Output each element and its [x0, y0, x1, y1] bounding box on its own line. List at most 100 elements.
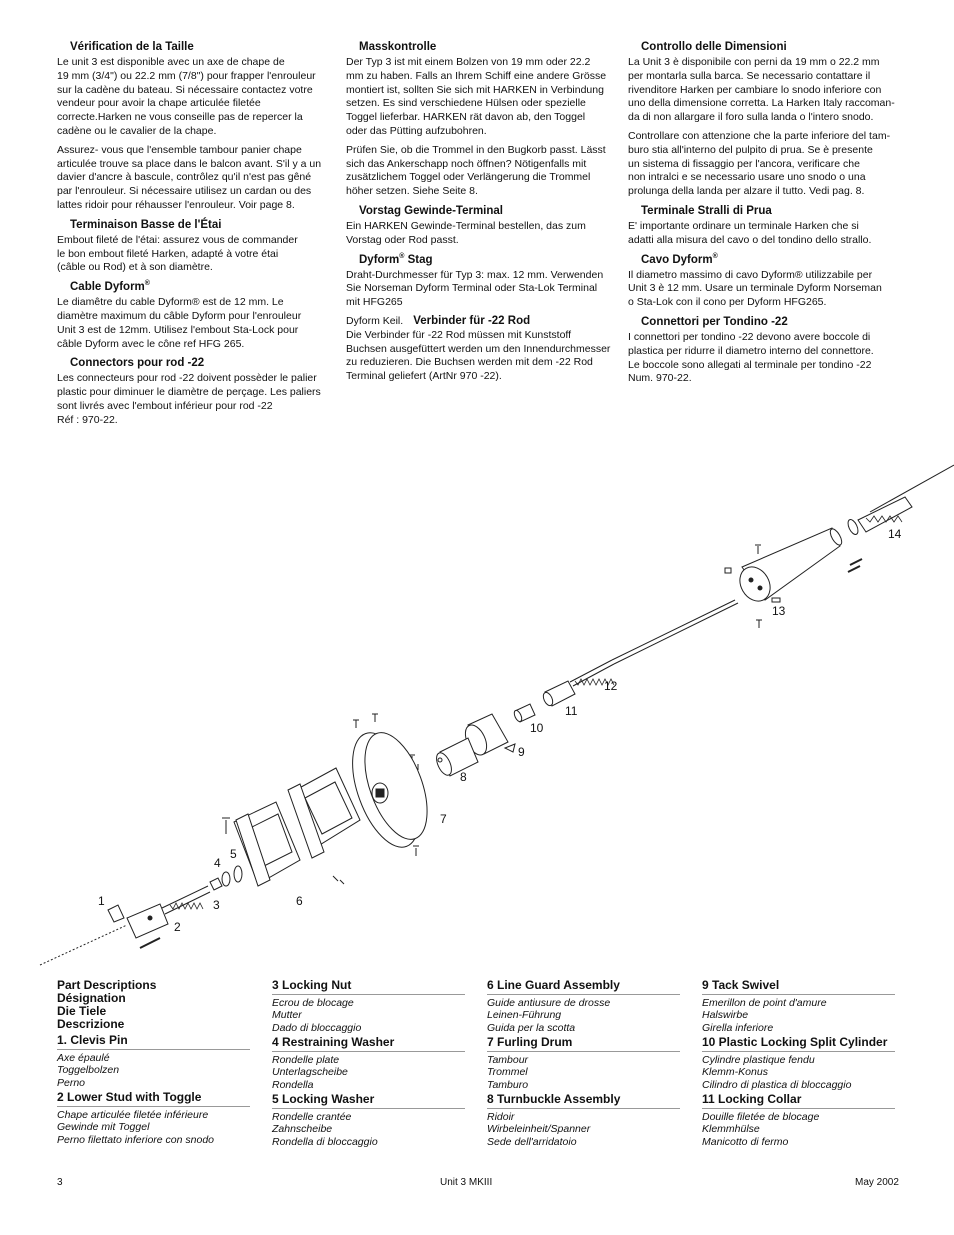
- paragraph: Draht-Durchmesser für Typ 3: max. 12 mm.…: [346, 268, 604, 309]
- parts-title-de: Die Tiele: [57, 1004, 107, 1018]
- paragraph: Controllare con attenzione che la parte …: [628, 129, 891, 198]
- part-de: Gewinde mit Toggel: [57, 1121, 150, 1133]
- part-it: Perno filettato inferiore con snodo: [57, 1133, 215, 1146]
- part-name: 8 Turnbuckle Assembly: [487, 1093, 680, 1109]
- part-entry: 2 Lower Stud with Toggle Chape articulée…: [57, 1091, 250, 1146]
- callout-13: 13: [772, 604, 786, 618]
- column-german: Masskontrolle Der Typ 3 ist mit einem Bo…: [346, 40, 616, 389]
- heading-dyform-it: Cavo Dyform®: [641, 252, 718, 266]
- footer-date: May 2002: [855, 1177, 899, 1188]
- part-name: 11 Locking Collar: [702, 1093, 895, 1109]
- paragraph: Prüfen Sie, ob die Trommel in den Bugkor…: [346, 143, 606, 198]
- part-entry: 1. Clevis Pin Axe épaulé Toggelbolzen Pe…: [57, 1034, 250, 1089]
- part-name: 1. Clevis Pin: [57, 1034, 250, 1050]
- part-name: 7 Furling Drum: [487, 1036, 680, 1052]
- page-number: 3: [57, 1177, 63, 1188]
- part-12-threaded-stud: [569, 659, 615, 687]
- part-it: Manicotto di fermo: [702, 1135, 789, 1148]
- heading-size-check-it: Controllo delle Dimensioni: [641, 41, 787, 53]
- part-fr: Axe épaulé: [57, 1051, 110, 1064]
- part-de: Halswirbe: [702, 1009, 749, 1021]
- parts-title-en: Part Descriptions: [57, 978, 157, 992]
- callout-7: 7: [440, 812, 447, 826]
- rod-line: [611, 599, 736, 661]
- part-10-split-cylinder: [513, 703, 536, 723]
- heading-size-check-de: Masskontrolle: [359, 41, 437, 53]
- footer-product: Unit 3 MKIII: [440, 1177, 493, 1188]
- part-de: Leinen-Führung: [487, 1009, 562, 1021]
- callout-12: 12: [604, 679, 618, 693]
- part-name: 6 Line Guard Assembly: [487, 979, 680, 995]
- paragraph: Der Typ 3 ist mit einem Bolzen von 19 mm…: [346, 56, 607, 137]
- part-entry: 7 Furling Drum Tambour Trommel Tamburo: [487, 1036, 680, 1091]
- part-it: Tamburo: [487, 1078, 529, 1091]
- part-it: Rondella di bloccaggio: [272, 1135, 378, 1148]
- part-fr: Guide antiusure de drosse: [487, 996, 611, 1009]
- heading-rod-connectors-fr: Connectors pour rod -22: [70, 357, 205, 370]
- paragraph: Embout fileté de l'étai: assurez vous de…: [57, 233, 298, 274]
- part-13-terminal-body: [724, 527, 863, 628]
- callout-4: 4: [214, 856, 221, 870]
- part-it: Rondella: [272, 1078, 314, 1091]
- callout-9: 9: [518, 745, 525, 759]
- part-6-line-guard-assembly: [222, 767, 361, 887]
- part-fr: Cylindre plastique fendu: [702, 1053, 815, 1066]
- part-7-furling-drum: [352, 713, 428, 856]
- paragraph: Die Verbinder für -22 Rod müssen mit Kun…: [346, 328, 611, 383]
- part-fr: Rondelle crantée: [272, 1110, 352, 1123]
- callout-8: 8: [460, 770, 467, 784]
- part-entry: 9 Tack Swivel Emerillon de point d'amure…: [702, 979, 895, 1034]
- paragraph: La Unit 3 è disponibile con perni da 19 …: [628, 56, 895, 124]
- heading-rod-connectors-de: Verbinder für -22 Rod: [413, 314, 531, 327]
- part-name: 5 Locking Washer: [272, 1093, 465, 1109]
- part-it: Girella inferiore: [702, 1021, 774, 1034]
- part-name: 10 Plastic Locking Split Cylinder: [702, 1036, 895, 1052]
- part-14-swage-terminal: [847, 496, 913, 535]
- part-it: Perno: [57, 1076, 86, 1089]
- part-11-locking-collar: [542, 680, 576, 707]
- part-entry: 8 Turnbuckle Assembly Ridoir Wirbeleinhe…: [487, 1093, 680, 1148]
- part-2-lower-stud-toggle: [126, 885, 211, 949]
- part-de: Toggelbolzen: [57, 1064, 120, 1076]
- column-italian: Controllo delle Dimensioni La Unit 3 è d…: [628, 40, 898, 391]
- paragraph: Les connecteurs pour rod -22 doivent pos…: [57, 372, 321, 426]
- heading-forestay-terminal-it: Terminale Stralli di Prua: [641, 204, 772, 217]
- callout-3: 3: [213, 898, 220, 912]
- part-entry: 5 Locking Washer Rondelle crantée Zahnsc…: [272, 1093, 465, 1148]
- paragraph: Dyform Keil.Verbinder für -22 Rod: [346, 314, 531, 327]
- paragraph: Il diametro massimo di cavo Dyform® util…: [628, 268, 882, 309]
- heading-dyform-fr: Cable Dyform®: [70, 280, 150, 294]
- part-name: 9 Tack Swivel: [702, 979, 895, 995]
- callout-11: 11: [565, 704, 578, 718]
- exploded-assembly-diagram: 1 2 3 4 5 6 7 8 9 10 11 12 13 14: [39, 464, 954, 966]
- forestay-wire: [869, 464, 954, 513]
- part-entry: 3 Locking Nut Ecrou de blocage Mutter Da…: [272, 979, 465, 1034]
- callout-14: 14: [888, 527, 902, 541]
- part-fr: Tambour: [487, 1053, 529, 1066]
- part-name: 2 Lower Stud with Toggle: [57, 1091, 250, 1107]
- part-fr: Chape articulée filetée inférieure: [57, 1108, 209, 1121]
- part-fr: Douille filetée de blocage: [702, 1110, 820, 1123]
- part-de: Wirbeleinheit/Spanner: [487, 1123, 591, 1135]
- part-it: Dado di bloccaggio: [272, 1021, 362, 1034]
- part-de: Klemmhülse: [702, 1123, 760, 1135]
- callout-5: 5: [230, 847, 237, 861]
- part-de: Mutter: [272, 1009, 302, 1021]
- part-entry: 6 Line Guard Assembly Guide antiusure de…: [487, 979, 680, 1034]
- paragraph: Assurez- vous que l'ensemble tambour pan…: [57, 143, 322, 211]
- callout-1: 1: [98, 894, 105, 908]
- callout-6: 6: [296, 894, 303, 908]
- part-entry: 10 Plastic Locking Split Cylinder Cylind…: [702, 1036, 895, 1091]
- heading-size-check-fr: Vérification de la Taille: [70, 41, 194, 53]
- part-de: Unterlagscheibe: [272, 1066, 348, 1078]
- part-3-4-5-washers: [209, 865, 243, 891]
- parts-column-2: 3 Locking Nut Ecrou de blocage Mutter Da…: [272, 979, 465, 1150]
- paragraph: Ein HARKEN Gewinde-Terminal bestellen, d…: [346, 219, 586, 246]
- paragraph: Le diamêtre du cable Dyform® est de 12 m…: [57, 296, 302, 350]
- parts-title-fr: Désignation: [57, 991, 126, 1005]
- parts-column-4: 9 Tack Swivel Emerillon de point d'amure…: [702, 979, 895, 1150]
- parts-column-3: 6 Line Guard Assembly Guide antiusure de…: [487, 979, 680, 1150]
- part-fr: Rondelle plate: [272, 1053, 340, 1066]
- paragraph: Le unit 3 est disponible avec un axe de …: [57, 56, 316, 137]
- part-name: 3 Locking Nut: [272, 979, 465, 995]
